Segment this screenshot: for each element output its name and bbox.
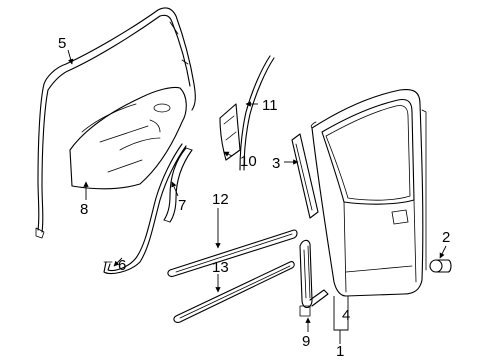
trim-panel-part-8 <box>69 86 187 190</box>
callout-3: 3 <box>272 155 280 172</box>
callouts: 5 8 7 6 10 11 3 12 13 9 4 1 2 <box>58 35 450 360</box>
callout-11: 11 <box>262 97 278 114</box>
callout-7: 7 <box>178 197 186 214</box>
cap-part-2 <box>429 259 452 273</box>
quarter-glass-part-10 <box>219 103 241 161</box>
rocker-molding-part-13 <box>173 261 295 323</box>
callout-4: 4 <box>342 307 350 324</box>
callout-12: 12 <box>212 191 229 208</box>
callout-6: 6 <box>118 257 126 274</box>
sash-weatherstrip-part-6 <box>103 143 187 275</box>
weatherstrip-part-5 <box>35 7 196 239</box>
lower-molding-part-12 <box>167 229 298 277</box>
check-link-part-9 <box>299 239 329 317</box>
callout-13: 13 <box>212 259 229 276</box>
division-bar-part-11 <box>239 55 275 171</box>
callout-2: 2 <box>442 229 450 246</box>
callout-8: 8 <box>80 201 88 218</box>
pillar-trim-part-3 <box>291 133 319 219</box>
callout-1: 1 <box>336 343 344 360</box>
leader-lines <box>67 49 447 344</box>
glass-run-part-7 <box>163 147 193 223</box>
callout-5: 5 <box>58 35 66 52</box>
door-shell-part-1 <box>310 88 427 297</box>
callout-9: 9 <box>302 333 310 350</box>
callout-10: 10 <box>240 153 257 170</box>
